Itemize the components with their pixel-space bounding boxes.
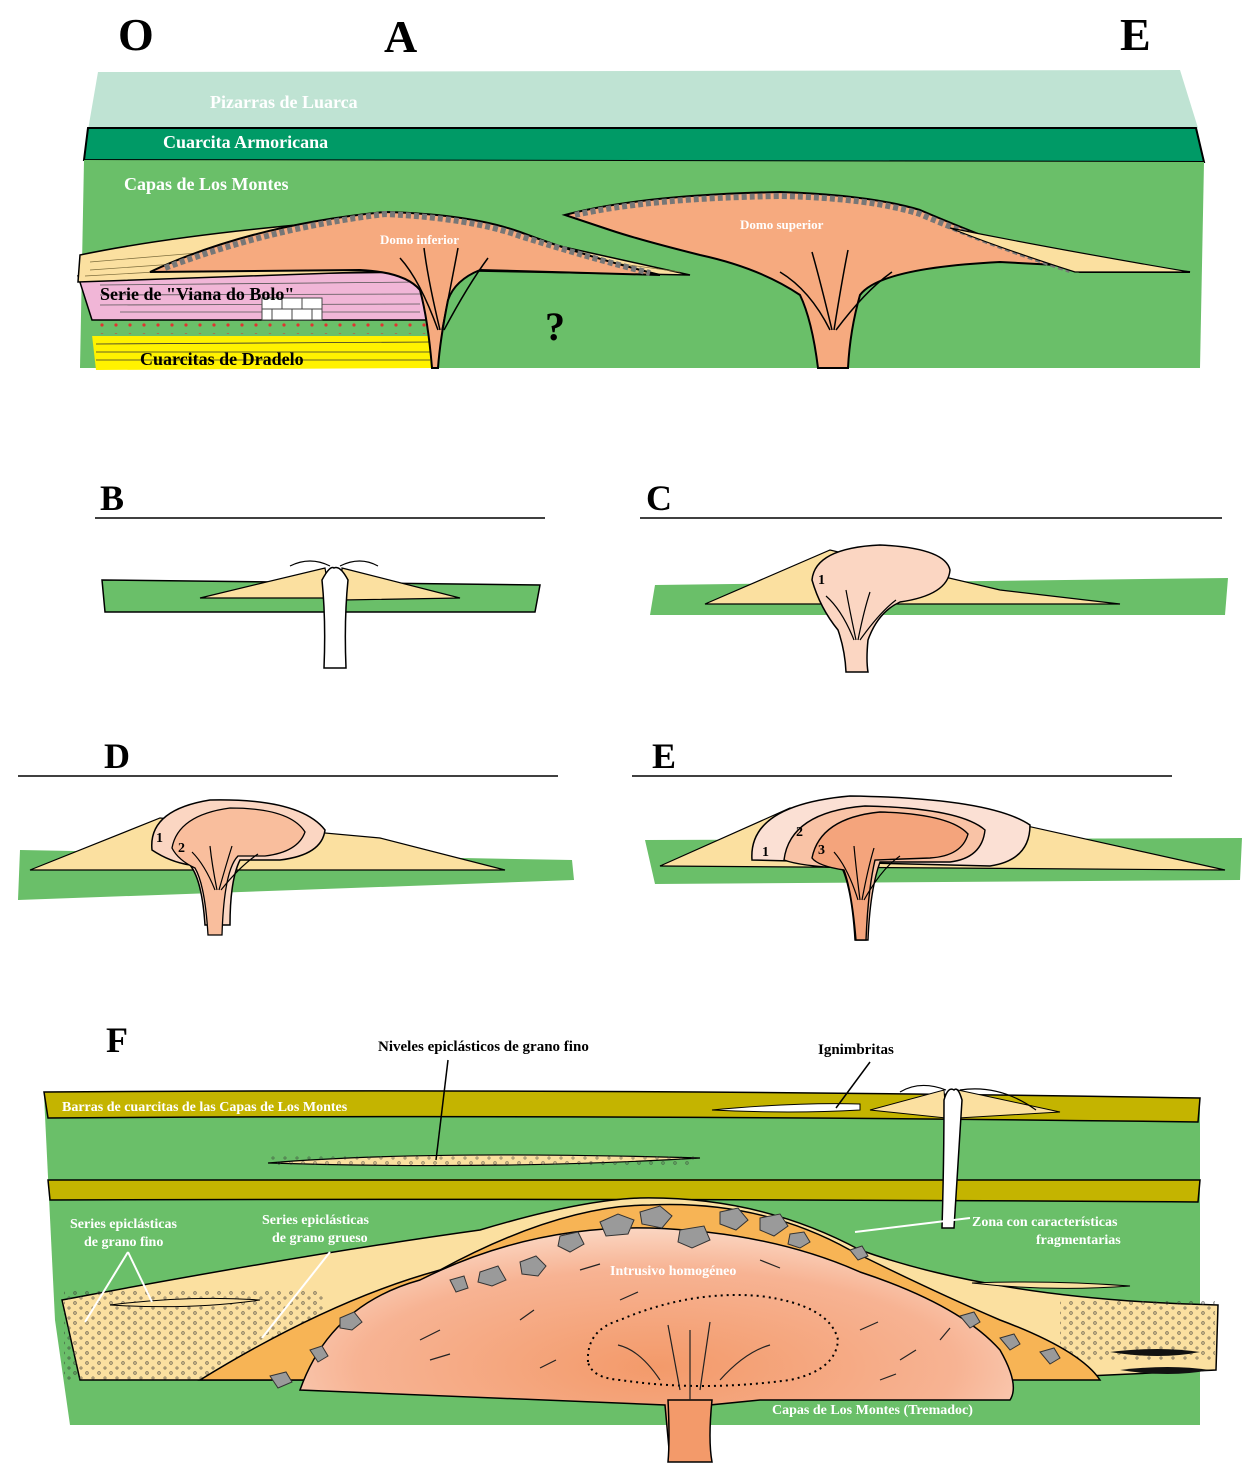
stage-1-label: 1 xyxy=(156,831,163,846)
panel-d-letter: D xyxy=(104,736,130,776)
west-letter: O xyxy=(118,9,154,60)
grueso-label-line1: Series epiclásticas xyxy=(262,1213,369,1228)
niveles-label: Niveles epiclásticos de grano fino xyxy=(378,1039,589,1055)
capas-label: Capas de Los Montes xyxy=(124,174,289,194)
panel-c-letter: C xyxy=(646,478,672,518)
stage-2-label: 2 xyxy=(796,825,803,840)
panel-b: B xyxy=(95,478,545,668)
zona-label-line2: fragmentarias xyxy=(1036,1233,1121,1248)
domo-inferior-label: Domo inferior xyxy=(380,232,459,247)
cuarcita-label: Cuarcita Armoricana xyxy=(163,132,328,152)
panel-c: C 1 xyxy=(640,478,1228,672)
intrusivo-label: Intrusivo homogéneo xyxy=(610,1264,736,1279)
panel-e-letter: E xyxy=(652,736,676,776)
capas-tremadoc-label: Capas de Los Montes (Tremadoc) xyxy=(772,1403,973,1418)
barras-label: Barras de cuarcitas de las Capas de Los … xyxy=(62,1100,348,1115)
stage-3-label: 3 xyxy=(818,843,825,858)
panel-f: F xyxy=(44,1020,1218,1462)
stage-1-label: 1 xyxy=(818,573,825,588)
viana-label: Serie de "Viana do Bolo" xyxy=(100,284,294,304)
panel-a: O A E xyxy=(78,9,1204,370)
panel-b-letter: B xyxy=(100,478,124,518)
feeder-conduit xyxy=(668,1400,712,1462)
pizarras-label: Pizarras de Luarca xyxy=(210,92,358,112)
zona-label-line1: Zona con características xyxy=(972,1215,1118,1230)
fino-label-line1: Series epiclásticas xyxy=(70,1217,177,1232)
panel-e: E 1 2 3 xyxy=(632,736,1242,940)
dradelo-label: Cuarcitas de Dradelo xyxy=(140,349,304,369)
fino-label-line2: de grano fino xyxy=(84,1235,163,1250)
panel-d: D 1 2 xyxy=(18,736,574,935)
grueso-label-line2: de grano grueso xyxy=(272,1231,368,1246)
stage-1-label: 1 xyxy=(762,845,769,860)
east-letter: E xyxy=(1120,9,1151,60)
panel-f-letter: F xyxy=(106,1020,128,1060)
ignimbritas-label: Ignimbritas xyxy=(818,1042,894,1058)
unknown-mark: ? xyxy=(545,304,565,349)
panel-a-letter: A xyxy=(384,11,417,62)
stage-2-label: 2 xyxy=(178,841,185,856)
domo-superior-label: Domo superior xyxy=(740,217,824,232)
